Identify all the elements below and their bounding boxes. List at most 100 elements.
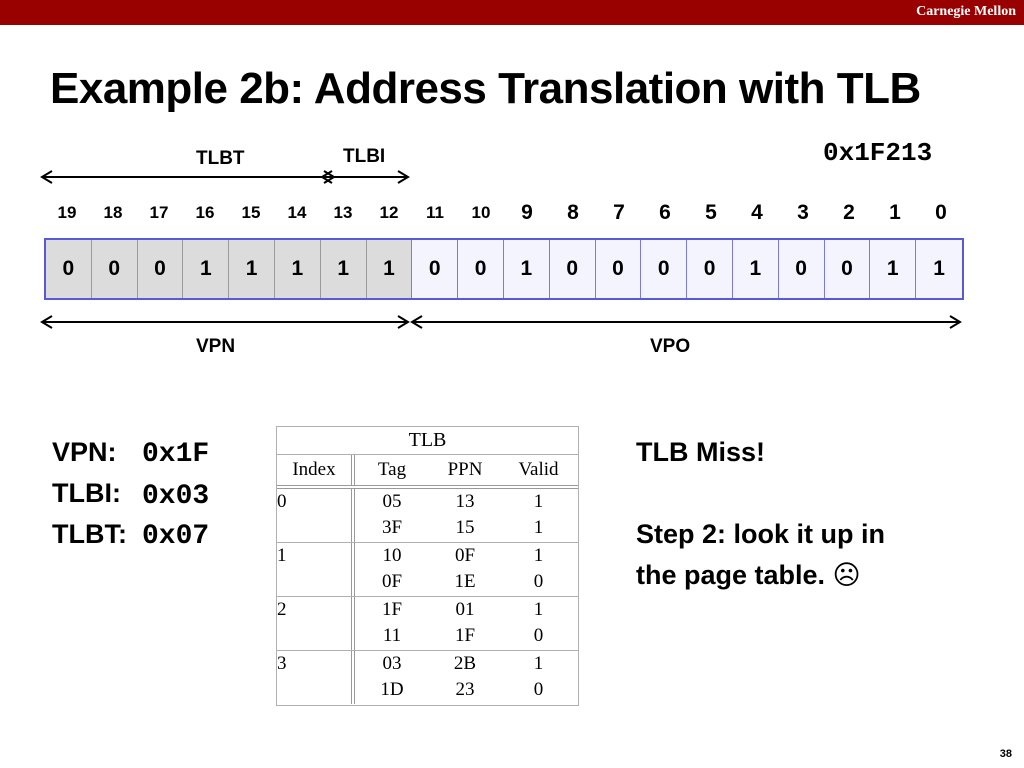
- tlb-entry-ppn: 1F: [454, 625, 476, 646]
- step-note-line1: Step 2: look it up in: [636, 519, 885, 549]
- vpn-field: VPN: 0x1F: [52, 437, 209, 470]
- header-bar: Carnegie Mellon: [0, 0, 1024, 25]
- bit-position-12: 12: [379, 203, 399, 222]
- vpn-label: VPN: [196, 336, 236, 357]
- tlb-entry-valid: 1: [533, 491, 544, 512]
- tlb-set-index: 0: [277, 489, 355, 542]
- tlb-entry-ppn: 15: [455, 517, 475, 538]
- tlb-set-index: 1: [277, 543, 355, 596]
- bit-position-0: 0: [935, 201, 947, 224]
- tlb-entry-ppn: 1E: [454, 571, 476, 592]
- tlb-entry-ppn: 23: [455, 679, 475, 700]
- tlb-entry-valid: 1: [533, 545, 544, 566]
- page-number: 38: [999, 748, 1012, 760]
- tlb-entry-valid: 1: [533, 517, 544, 538]
- tlb-set-index: 2: [277, 597, 355, 650]
- tlb-col-valid: Valid: [518, 459, 559, 480]
- bit-cell-14: 1: [274, 240, 321, 298]
- tlbt-field: TLBT: 0x07: [52, 519, 209, 552]
- bit-cell-19: 0: [46, 240, 92, 298]
- tlb-entry-row: 1F 01 1: [355, 597, 576, 623]
- bit-position-2: 2: [843, 201, 855, 224]
- bit-position-6: 6: [659, 201, 671, 224]
- tlb-entry-row: 1D 23 0: [355, 677, 576, 703]
- bit-position-9: 9: [521, 201, 533, 224]
- brand-logo-text: Carnegie Mellon: [916, 4, 1016, 19]
- vpo-label: VPO: [650, 336, 691, 357]
- tlb-entry-ppn: 13: [455, 491, 475, 512]
- bit-cell-18: 0: [91, 240, 138, 298]
- tlb-entry-valid: 1: [533, 599, 544, 620]
- bit-position-8: 8: [567, 201, 579, 224]
- bit-position-17: 17: [149, 203, 169, 222]
- tlb-entry-valid: 0: [533, 625, 544, 646]
- tlbi-label: TLBI: [343, 146, 386, 167]
- tlb-entry-tag: 1D: [380, 679, 404, 700]
- tlb-col-ppn: PPN: [447, 459, 483, 480]
- step-note-line2: the page table. ☹: [636, 560, 861, 590]
- bit-cell-3: 0: [778, 240, 825, 298]
- bit-cell-12: 1: [366, 240, 413, 298]
- bit-position-1: 1: [889, 201, 901, 224]
- tlb-col-tag: Tag: [377, 459, 407, 480]
- tlb-entry-valid: 0: [533, 679, 544, 700]
- bit-cell-1: 1: [870, 240, 917, 298]
- tlb-entry-ppn: 0F: [454, 545, 476, 566]
- vpn-field-value: 0x1F: [142, 439, 210, 470]
- bit-position-5: 5: [705, 201, 717, 224]
- bit-cell-10: 0: [458, 240, 504, 298]
- bit-position-7: 7: [613, 201, 625, 224]
- tlbt-field-value: 0x07: [142, 521, 210, 552]
- bit-cell-2: 0: [824, 240, 871, 298]
- tlb-entry-tag: 05: [382, 491, 402, 512]
- tlbt-field-key: TLBT:: [52, 519, 127, 549]
- bit-cell-13: 1: [320, 240, 367, 298]
- bit-cell-16: 1: [183, 240, 230, 298]
- tlb-set: 0 05 13 1 3F 15 1: [277, 489, 578, 543]
- bit-position-10: 10: [471, 203, 491, 222]
- tlb-entry-row: 11 1F 0: [355, 623, 576, 649]
- tlb-entry-row: 05 13 1: [355, 489, 576, 515]
- tlbt-label: TLBT: [196, 148, 245, 169]
- bit-position-3: 3: [797, 201, 809, 224]
- bit-cell-8: 0: [549, 240, 596, 298]
- tlb-entry-tag: 11: [382, 625, 402, 646]
- tlb-entry-ppn: 2B: [453, 653, 477, 674]
- tlb-entry-valid: 0: [533, 571, 544, 592]
- bit-position-16: 16: [195, 203, 215, 222]
- tlb-entry-tag: 10: [382, 545, 402, 566]
- slide-title: Example 2b: Address Translation with TLB: [50, 64, 921, 113]
- tlbi-field-value: 0x03: [142, 481, 210, 512]
- bit-cell-15: 1: [229, 240, 275, 298]
- bit-position-4: 4: [751, 201, 763, 224]
- bit-cell-5: 0: [687, 240, 733, 298]
- bit-cell-11: 0: [412, 240, 459, 298]
- tlbi-field: TLBI: 0x03: [52, 478, 209, 512]
- tlb-entry-tag: 3F: [381, 517, 403, 538]
- tlbi-field-key: TLBI:: [52, 478, 121, 508]
- tlb-set-entries: 05 13 1 3F 15 1: [355, 489, 576, 542]
- bit-position-13: 13: [333, 203, 353, 222]
- tlb-entry-row: 10 0F 1: [355, 543, 576, 569]
- tlb-entry-valid: 1: [533, 653, 544, 674]
- tlb-entry-tag: 1F: [381, 599, 403, 620]
- bit-cell-7: 0: [595, 240, 642, 298]
- tlb-miss-note: TLB Miss!: [636, 437, 766, 467]
- tlb-set-index: 3: [277, 651, 355, 704]
- bit-cell-17: 0: [137, 240, 184, 298]
- tlb-entry-ppn: 01: [455, 599, 475, 620]
- bit-position-18: 18: [103, 203, 123, 222]
- tlb-entry-row: 3F 15 1: [355, 515, 576, 541]
- tlb-table-header: Index Tag PPN Valid: [277, 455, 578, 489]
